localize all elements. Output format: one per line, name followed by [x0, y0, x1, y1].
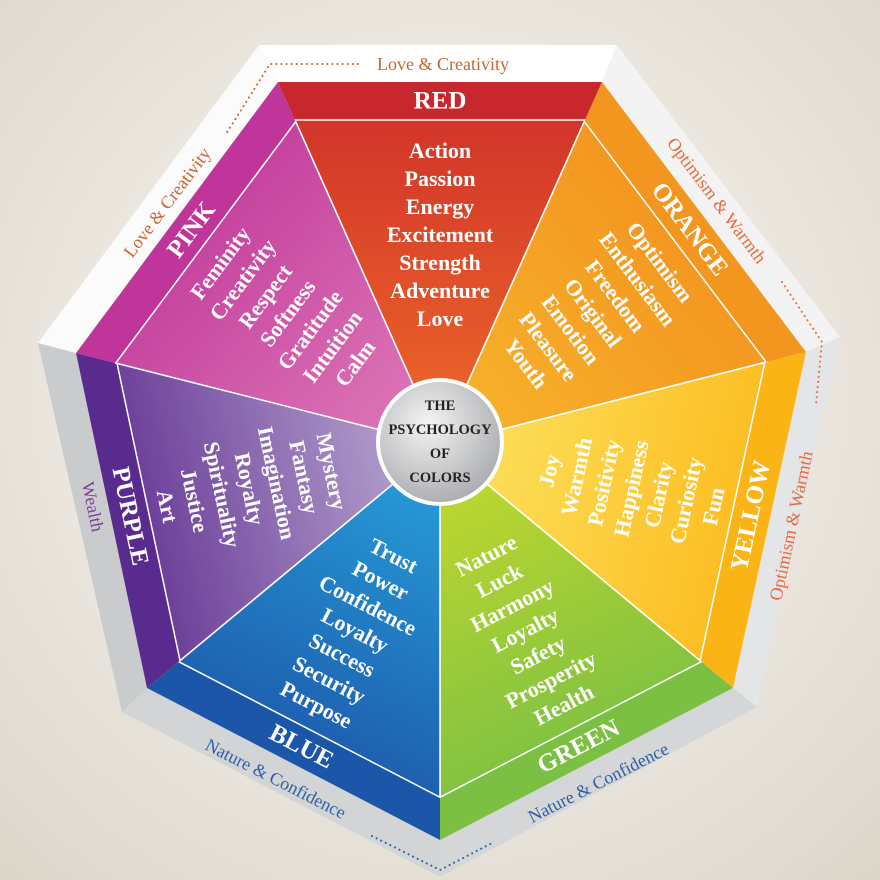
wedge-word: Strength: [399, 250, 481, 275]
wedge-pink: PINKFeminityCreativityRespectSoftnessGra…: [76, 82, 442, 447]
center-title-line-3: OF: [430, 446, 450, 462]
wedge-word: Energy: [406, 194, 474, 219]
center-title-badge: THE PSYCHOLOGY OF COLORS: [376, 378, 504, 506]
wedge-inner: [114, 120, 442, 447]
border-face: [38, 45, 278, 353]
wedge-word: Action: [409, 138, 471, 163]
border-face: [602, 45, 840, 352]
border-face: [122, 688, 440, 877]
wedge-word: Love: [417, 306, 464, 331]
center-title-line-1: THE: [425, 398, 456, 414]
dotted-connector-right: [781, 281, 824, 405]
wedge-label: RED: [414, 88, 467, 115]
wedge-green: GREENNatureLuckHarmonyLoyaltySafetyProsp…: [439, 443, 733, 840]
outer-border: [38, 45, 840, 877]
center-title-line-2: PSYCHOLOGY: [388, 422, 492, 438]
category-love-top: Love & Creativity: [377, 54, 509, 74]
border-face: [259, 45, 617, 82]
border-face: [733, 337, 840, 707]
wedge-word: Passion: [405, 166, 476, 191]
wedge-word: Adventure: [390, 278, 490, 303]
wedge-yellow: YELLOWJoyWarmthPositivityHappinessClarit…: [438, 352, 806, 688]
dotted-connector-bottom: [371, 835, 495, 872]
border-face: [38, 343, 147, 712]
center-title-line-4: COLORS: [409, 470, 470, 486]
wedge-word-list: ActionPassionEnergyExcitementStrengthAdv…: [387, 138, 494, 331]
wedges: RED ActionPassionEnergyExcitementStrength…: [76, 82, 806, 840]
wedge-red: RED ActionPassionEnergyExcitementStrength…: [278, 82, 602, 447]
wedge-word: Excitement: [387, 222, 494, 247]
border-face: [440, 688, 757, 877]
dotted-connector-top: [225, 63, 359, 135]
